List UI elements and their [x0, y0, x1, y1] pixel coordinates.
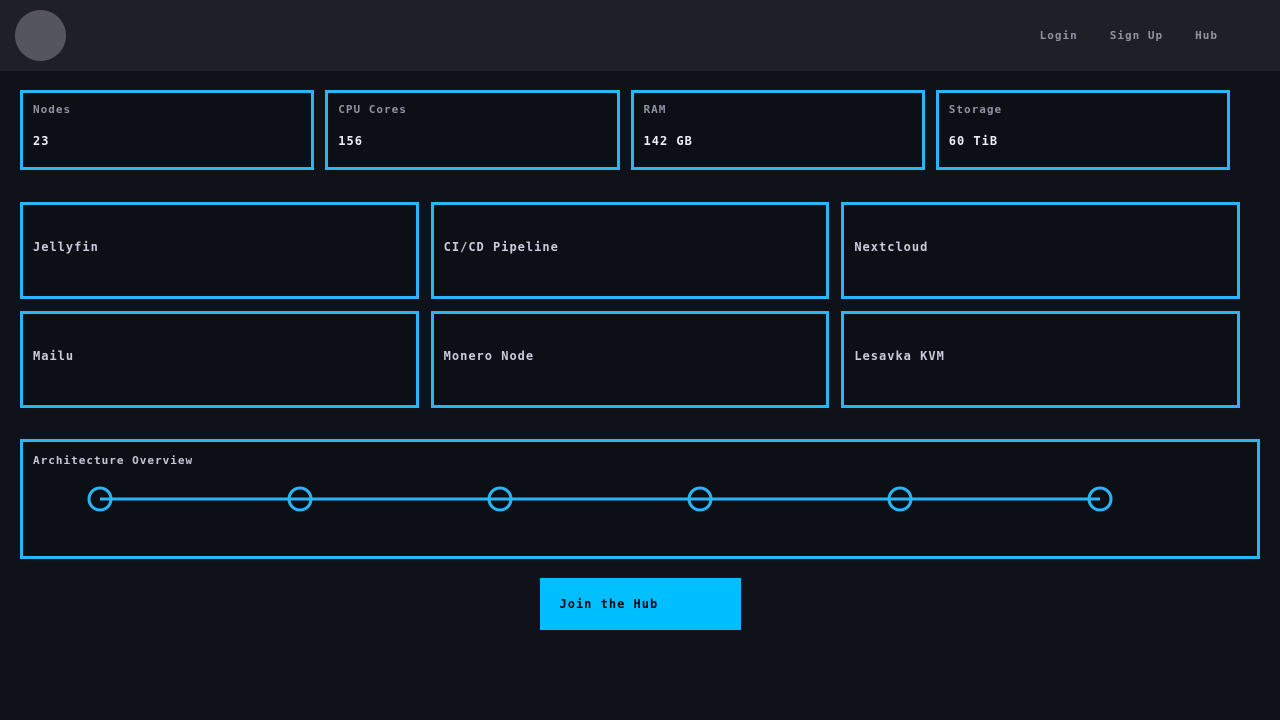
service-title: Mailu: [33, 348, 75, 363]
top-navbar: Login Sign Up Hub: [0, 0, 1280, 71]
stat-card-storage: Storage 60 TiB: [935, 90, 1230, 170]
stat-value: 60 TiB: [948, 134, 999, 148]
service-title: Nextcloud: [854, 239, 929, 254]
stat-label: Nodes: [33, 103, 72, 116]
stat-value: 156: [338, 134, 363, 148]
stats-row: Nodes 23 CPU Cores 156 RAM 142 GB Storag…: [20, 90, 1230, 170]
service-title: Jellyfin: [33, 239, 99, 254]
stat-label: Storage: [948, 103, 1003, 116]
architecture-diagram: [87, 486, 1113, 512]
stat-card-ram: RAM 142 GB: [630, 90, 925, 170]
stat-value: 142 GB: [643, 134, 693, 148]
stat-card-cpu-cores: CPU Cores 156: [325, 90, 620, 170]
nav-link-login[interactable]: Login: [1039, 29, 1078, 42]
nav-link-hub[interactable]: Hub: [1195, 29, 1218, 42]
service-title: Monero Node: [443, 348, 535, 363]
service-title: Lesavka KVM: [854, 348, 945, 363]
services-grid: Jellyfin CI/CD Pipeline Nextcloud Mailu …: [20, 202, 1240, 408]
service-card-jellyfin[interactable]: Jellyfin: [20, 202, 419, 299]
service-card-monero-node[interactable]: Monero Node: [430, 311, 830, 408]
nav-link-sign-up[interactable]: Sign Up: [1109, 29, 1164, 42]
architecture-title: Architecture Overview: [33, 454, 194, 467]
main-content: Nodes 23 CPU Cores 156 RAM 142 GB Storag…: [0, 71, 1280, 630]
stat-card-nodes: Nodes 23: [20, 90, 315, 170]
service-card-nextcloud[interactable]: Nextcloud: [841, 202, 1240, 299]
architecture-panel: Architecture Overview: [20, 439, 1260, 559]
stat-label: RAM: [643, 103, 667, 116]
join-hub-button[interactable]: Join the Hub: [539, 578, 741, 630]
cta-row: Join the Hub: [20, 578, 1260, 630]
stat-label: CPU Cores: [338, 103, 407, 116]
stat-value: 23: [33, 134, 50, 148]
service-card-ci-cd-pipeline[interactable]: CI/CD Pipeline: [430, 202, 830, 299]
nav-links: Login Sign Up Hub: [1040, 29, 1218, 42]
service-title: CI/CD Pipeline: [443, 239, 559, 254]
service-card-lesavka-kvm[interactable]: Lesavka KVM: [841, 311, 1240, 408]
service-card-mailu[interactable]: Mailu: [20, 311, 419, 408]
avatar[interactable]: [15, 10, 66, 61]
